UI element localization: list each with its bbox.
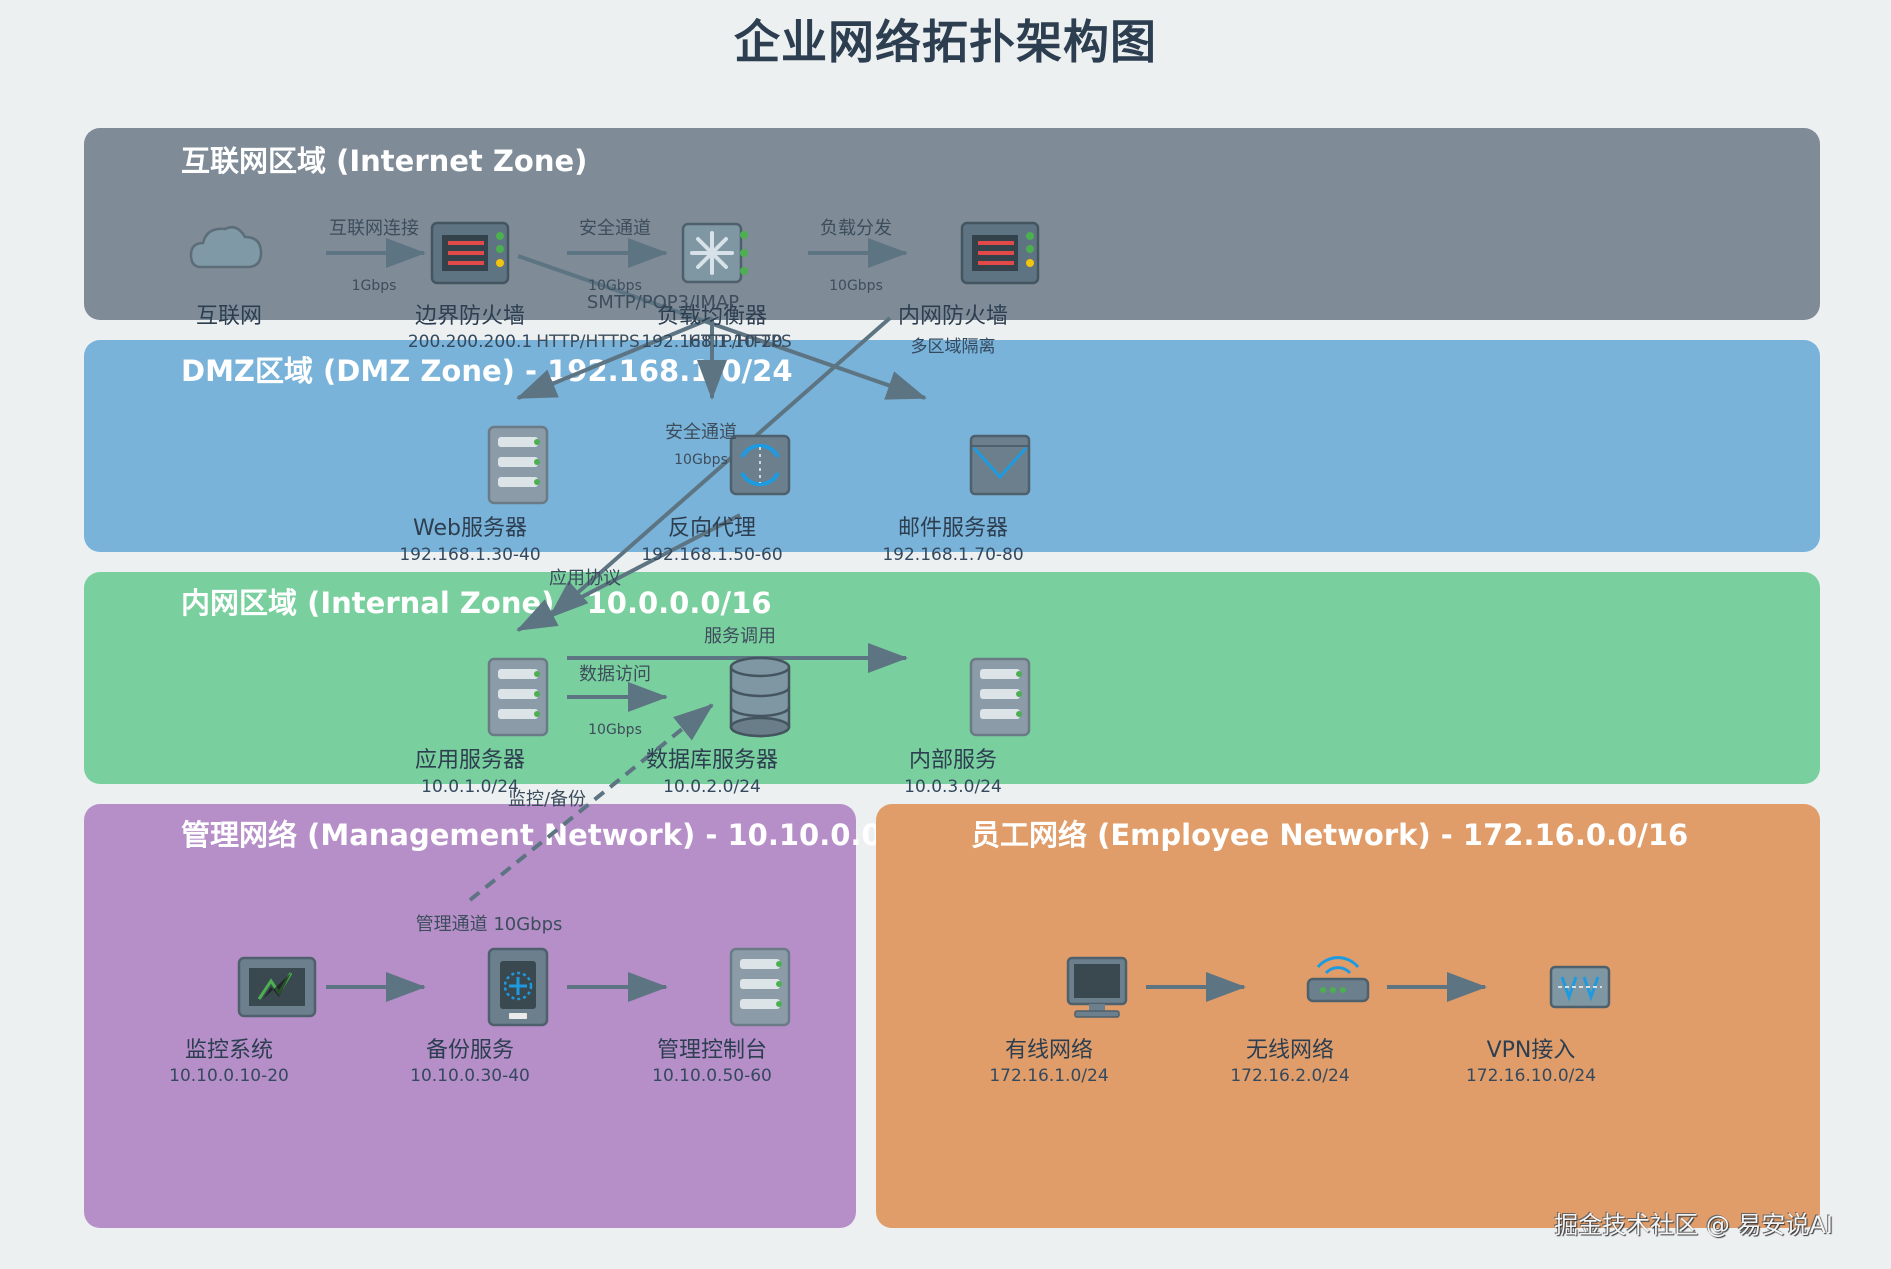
edge-bandwidth-load-distribution: 10Gbps xyxy=(829,278,883,294)
zone-management-title: 管理网络 (Management Network) - 10.10.0.0/24 xyxy=(181,818,933,852)
edge-bandwidth-data-access: 10Gbps xyxy=(588,722,642,738)
server-icon xyxy=(969,657,1031,737)
database-icon xyxy=(729,656,791,738)
edge-bandwidth-secure-channel: 10Gbps xyxy=(588,278,642,294)
node-border-firewall-name: 边界防火墙 xyxy=(414,304,526,329)
node-load-balancer-ip: 192.168.1.10-20 xyxy=(641,332,783,352)
node-wireless-name: 无线网络 xyxy=(1245,1038,1335,1063)
monitor-chart-icon xyxy=(237,956,317,1018)
edge-label-load-distribution: 负载分发 xyxy=(820,218,892,239)
zone-employee-title: 员工网络 (Employee Network) - 172.16.0.0/16 xyxy=(971,818,1689,852)
zone-internal-title: 内网区域 (Internal Zone) - 10.0.0.0/16 xyxy=(181,586,772,620)
edge-label-http-proxy: HTTP/HTTPS xyxy=(688,332,792,352)
node-mail-server-ip: 192.168.1.70-80 xyxy=(882,545,1024,565)
edge-label-data-access: 数据访问 xyxy=(579,664,651,685)
firewall-icon xyxy=(960,221,1040,285)
node-db-server-name: 数据库服务器 xyxy=(645,748,779,773)
zone-internet-title: 互联网区域 (Internet Zone) xyxy=(181,144,588,178)
node-internal-service-ip: 10.0.3.0/24 xyxy=(904,777,1002,797)
edge-loadbalancer-to-web xyxy=(516,316,713,400)
desktop-icon xyxy=(1066,956,1128,1018)
vpn-icon xyxy=(1549,965,1611,1009)
node-wired-ip: 172.16.1.0/24 xyxy=(989,1066,1109,1086)
node-internal-service-name: 内部服务 xyxy=(908,748,998,773)
node-reverse-proxy-name: 反向代理 xyxy=(667,516,757,541)
edge-label-secure-channel-internal: 安全通道 xyxy=(665,422,737,443)
edge-bandwidth-secure-channel-internal: 10Gbps xyxy=(674,452,728,468)
edge-label-mail-protocols: SMTP/POP3/IMAP xyxy=(586,292,740,313)
node-app-server-ip: 10.0.1.0/24 xyxy=(421,777,519,797)
node-mgmt-console-ip: 10.10.0.50-60 xyxy=(652,1066,772,1086)
zone-internal: 内网区域 (Internal Zone) - 10.0.0.0/16 xyxy=(84,572,1820,784)
edge-label-http-web: HTTP/HTTPS xyxy=(536,332,640,352)
node-vpn-ip: 172.16.10.0/24 xyxy=(1465,1066,1597,1086)
node-backup-name: 备份服务 xyxy=(425,1038,515,1063)
edge-firewall-to-mail xyxy=(517,254,927,400)
mail-icon xyxy=(969,434,1031,496)
node-monitoring-name: 监控系统 xyxy=(184,1038,274,1063)
edge-management-to-db xyxy=(468,703,714,902)
page-title: 企业网络拓扑架构图 xyxy=(734,15,1157,69)
node-web-server-name: Web服务器 xyxy=(413,516,527,541)
node-load-balancer-name: 负载均衡器 xyxy=(656,304,768,329)
wifi-router-icon xyxy=(1306,956,1370,1003)
node-vpn-name: VPN接入 xyxy=(1486,1038,1576,1063)
edge-internal-firewall-to-app xyxy=(548,316,892,619)
node-mail-server-name: 邮件服务器 xyxy=(897,516,1009,541)
proxy-icon xyxy=(729,434,791,496)
edge-label-app-protocol: 应用协议 xyxy=(549,568,621,589)
cloud-icon xyxy=(189,226,263,269)
node-internet-name: 互联网 xyxy=(195,304,263,329)
firewall-icon xyxy=(430,221,510,285)
server-icon xyxy=(729,947,791,1027)
server-icon xyxy=(487,425,549,505)
edge-proxy-to-app xyxy=(516,513,741,632)
zone-internet: 互联网区域 (Internet Zone) xyxy=(84,128,1820,320)
edge-bandwidth-internet-connection: 1Gbps xyxy=(351,278,397,294)
zone-dmz-title: DMZ区域 (DMZ Zone) - 192.168.1.0/24 xyxy=(181,354,793,388)
node-border-firewall-ip: 200.200.200.1 xyxy=(407,332,533,352)
zone-employee: 员工网络 (Employee Network) - 172.16.0.0/16 xyxy=(876,804,1820,1228)
backup-icon xyxy=(487,947,549,1027)
edge-label-monitor-backup: 监控/备份 xyxy=(507,789,587,810)
node-wireless-ip: 172.16.2.0/24 xyxy=(1230,1066,1350,1086)
node-reverse-proxy-ip: 192.168.1.50-60 xyxy=(641,545,783,565)
node-web-server-ip: 192.168.1.30-40 xyxy=(399,545,541,565)
load-balancer-icon xyxy=(681,222,748,284)
edge-label-internet-connection: 互联网连接 xyxy=(329,218,419,239)
node-wired-name: 有线网络 xyxy=(1004,1038,1094,1063)
node-app-server-name: 应用服务器 xyxy=(414,748,526,773)
edges xyxy=(326,238,1487,1002)
edge-label-management-channel: 管理通道 10Gbps xyxy=(415,914,563,935)
edge-label-service-call: 服务调用 xyxy=(704,626,776,647)
zone-dmz: DMZ区域 (DMZ Zone) - 192.168.1.0/24 xyxy=(84,340,1820,552)
node-mgmt-console-name: 管理控制台 xyxy=(656,1038,768,1063)
node-backup-ip: 10.10.0.30-40 xyxy=(410,1066,530,1086)
node-internal-firewall-name: 内网防火墙 xyxy=(897,304,1009,329)
server-icon xyxy=(487,657,549,737)
node-monitoring-ip: 10.10.0.10-20 xyxy=(169,1066,289,1086)
edge-label-secure-channel: 安全通道 xyxy=(579,218,651,239)
node-internal-firewall-note: 多区域隔离 xyxy=(910,337,996,357)
node-db-server-ip: 10.0.2.0/24 xyxy=(663,777,761,797)
watermark: 掘金技术社区 @ 易安说AI xyxy=(1554,1211,1833,1239)
zone-management: 管理网络 (Management Network) - 10.10.0.0/24 xyxy=(84,804,933,1228)
